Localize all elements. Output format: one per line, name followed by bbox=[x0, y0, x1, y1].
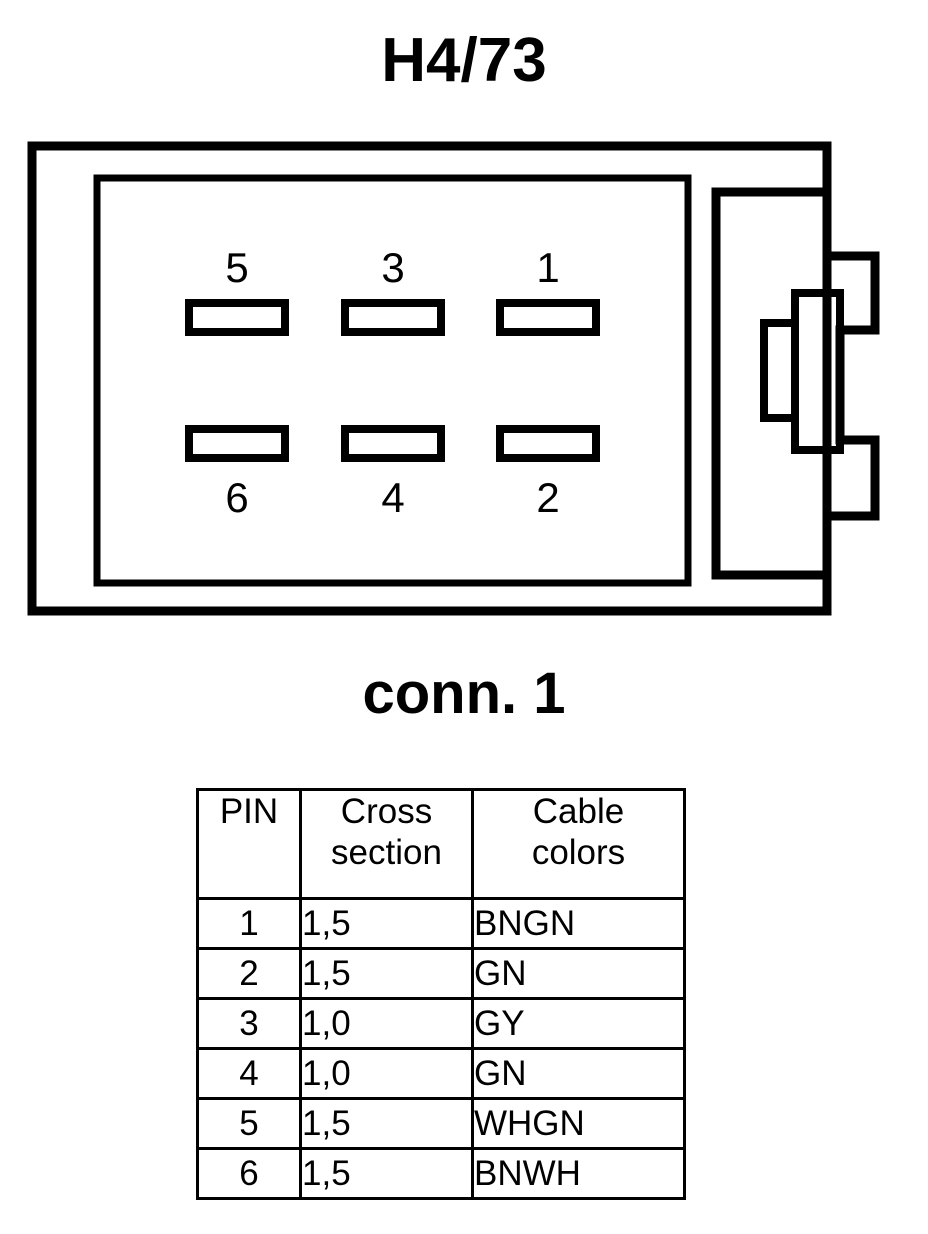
cell-cross-section: 1,5 bbox=[299, 947, 474, 1000]
pin-slot-1[interactable] bbox=[496, 299, 600, 336]
connector-latch-nub-outer bbox=[791, 289, 844, 454]
cell-cable-colors: BNWH bbox=[471, 1147, 686, 1200]
pin-slot-5[interactable] bbox=[185, 299, 289, 336]
pin-label-5: 5 bbox=[225, 244, 248, 291]
cell-cable-colors: BNGN bbox=[471, 897, 686, 950]
cell-cross-section: 1,5 bbox=[299, 1147, 474, 1200]
cell-pin: 5 bbox=[196, 1097, 302, 1150]
table-row: 1 1,5 BNGN bbox=[196, 897, 686, 950]
column-header-pin-label: PIN bbox=[219, 792, 279, 831]
pin-label-3: 3 bbox=[381, 244, 404, 291]
column-header-colors-line1: Cable bbox=[532, 792, 625, 831]
pin-label-1: 1 bbox=[536, 244, 559, 291]
table-row: 4 1,0 GN bbox=[196, 1047, 686, 1100]
cell-cross-section: 1,0 bbox=[299, 997, 474, 1050]
pin-label-4: 4 bbox=[381, 474, 404, 521]
column-header-cable-colors: Cable colors bbox=[471, 788, 686, 900]
cell-cable-colors: GN bbox=[471, 1047, 686, 1100]
table-row: 5 1,5 WHGN bbox=[196, 1097, 686, 1150]
cell-cable-colors: GY bbox=[471, 997, 686, 1050]
cell-pin: 6 bbox=[196, 1147, 302, 1200]
pin-label-6: 6 bbox=[225, 474, 248, 521]
cell-pin: 2 bbox=[196, 947, 302, 1000]
cell-pin: 4 bbox=[196, 1047, 302, 1100]
connector-latch-nub-inner bbox=[760, 319, 799, 422]
column-header-pin: PIN bbox=[196, 788, 302, 900]
pinout-table: PIN Cross section Cable colors 1 1,5 BNG… bbox=[196, 788, 686, 1200]
cell-pin: 1 bbox=[196, 897, 302, 950]
column-header-cross-section: Cross section bbox=[299, 788, 474, 900]
cell-cross-section: 1,0 bbox=[299, 1047, 474, 1100]
pin-label-2: 2 bbox=[536, 474, 559, 521]
connector-diagram: 5 3 1 6 4 2 bbox=[27, 141, 880, 616]
pin-slot-2[interactable] bbox=[496, 425, 600, 462]
cell-pin: 3 bbox=[196, 997, 302, 1050]
connector-outer-housing bbox=[27, 141, 832, 616]
cell-cable-colors: WHGN bbox=[471, 1097, 686, 1150]
column-header-cross-line2: section bbox=[331, 833, 442, 873]
pinout-table-container: PIN Cross section Cable colors 1 1,5 BNG… bbox=[196, 788, 686, 1200]
column-header-cross-line1: Cross bbox=[340, 792, 433, 831]
table-row: 6 1,5 BNWH bbox=[196, 1147, 686, 1200]
table-header-row: PIN Cross section Cable colors bbox=[196, 788, 686, 900]
cell-cable-colors: GN bbox=[471, 947, 686, 1000]
table-row: 2 1,5 GN bbox=[196, 947, 686, 1000]
page-title: H4/73 bbox=[381, 26, 547, 95]
connector-inner-face bbox=[93, 174, 692, 587]
cell-cross-section: 1,5 bbox=[299, 1097, 474, 1150]
cell-cross-section: 1,5 bbox=[299, 897, 474, 950]
pin-slot-4[interactable] bbox=[341, 425, 445, 462]
column-header-colors-line2: colors bbox=[531, 833, 626, 873]
pin-slot-3[interactable] bbox=[341, 299, 445, 336]
pin-slot-6[interactable] bbox=[185, 425, 289, 462]
connector-caption: conn. 1 bbox=[362, 661, 566, 726]
table-row: 3 1,0 GY bbox=[196, 997, 686, 1050]
